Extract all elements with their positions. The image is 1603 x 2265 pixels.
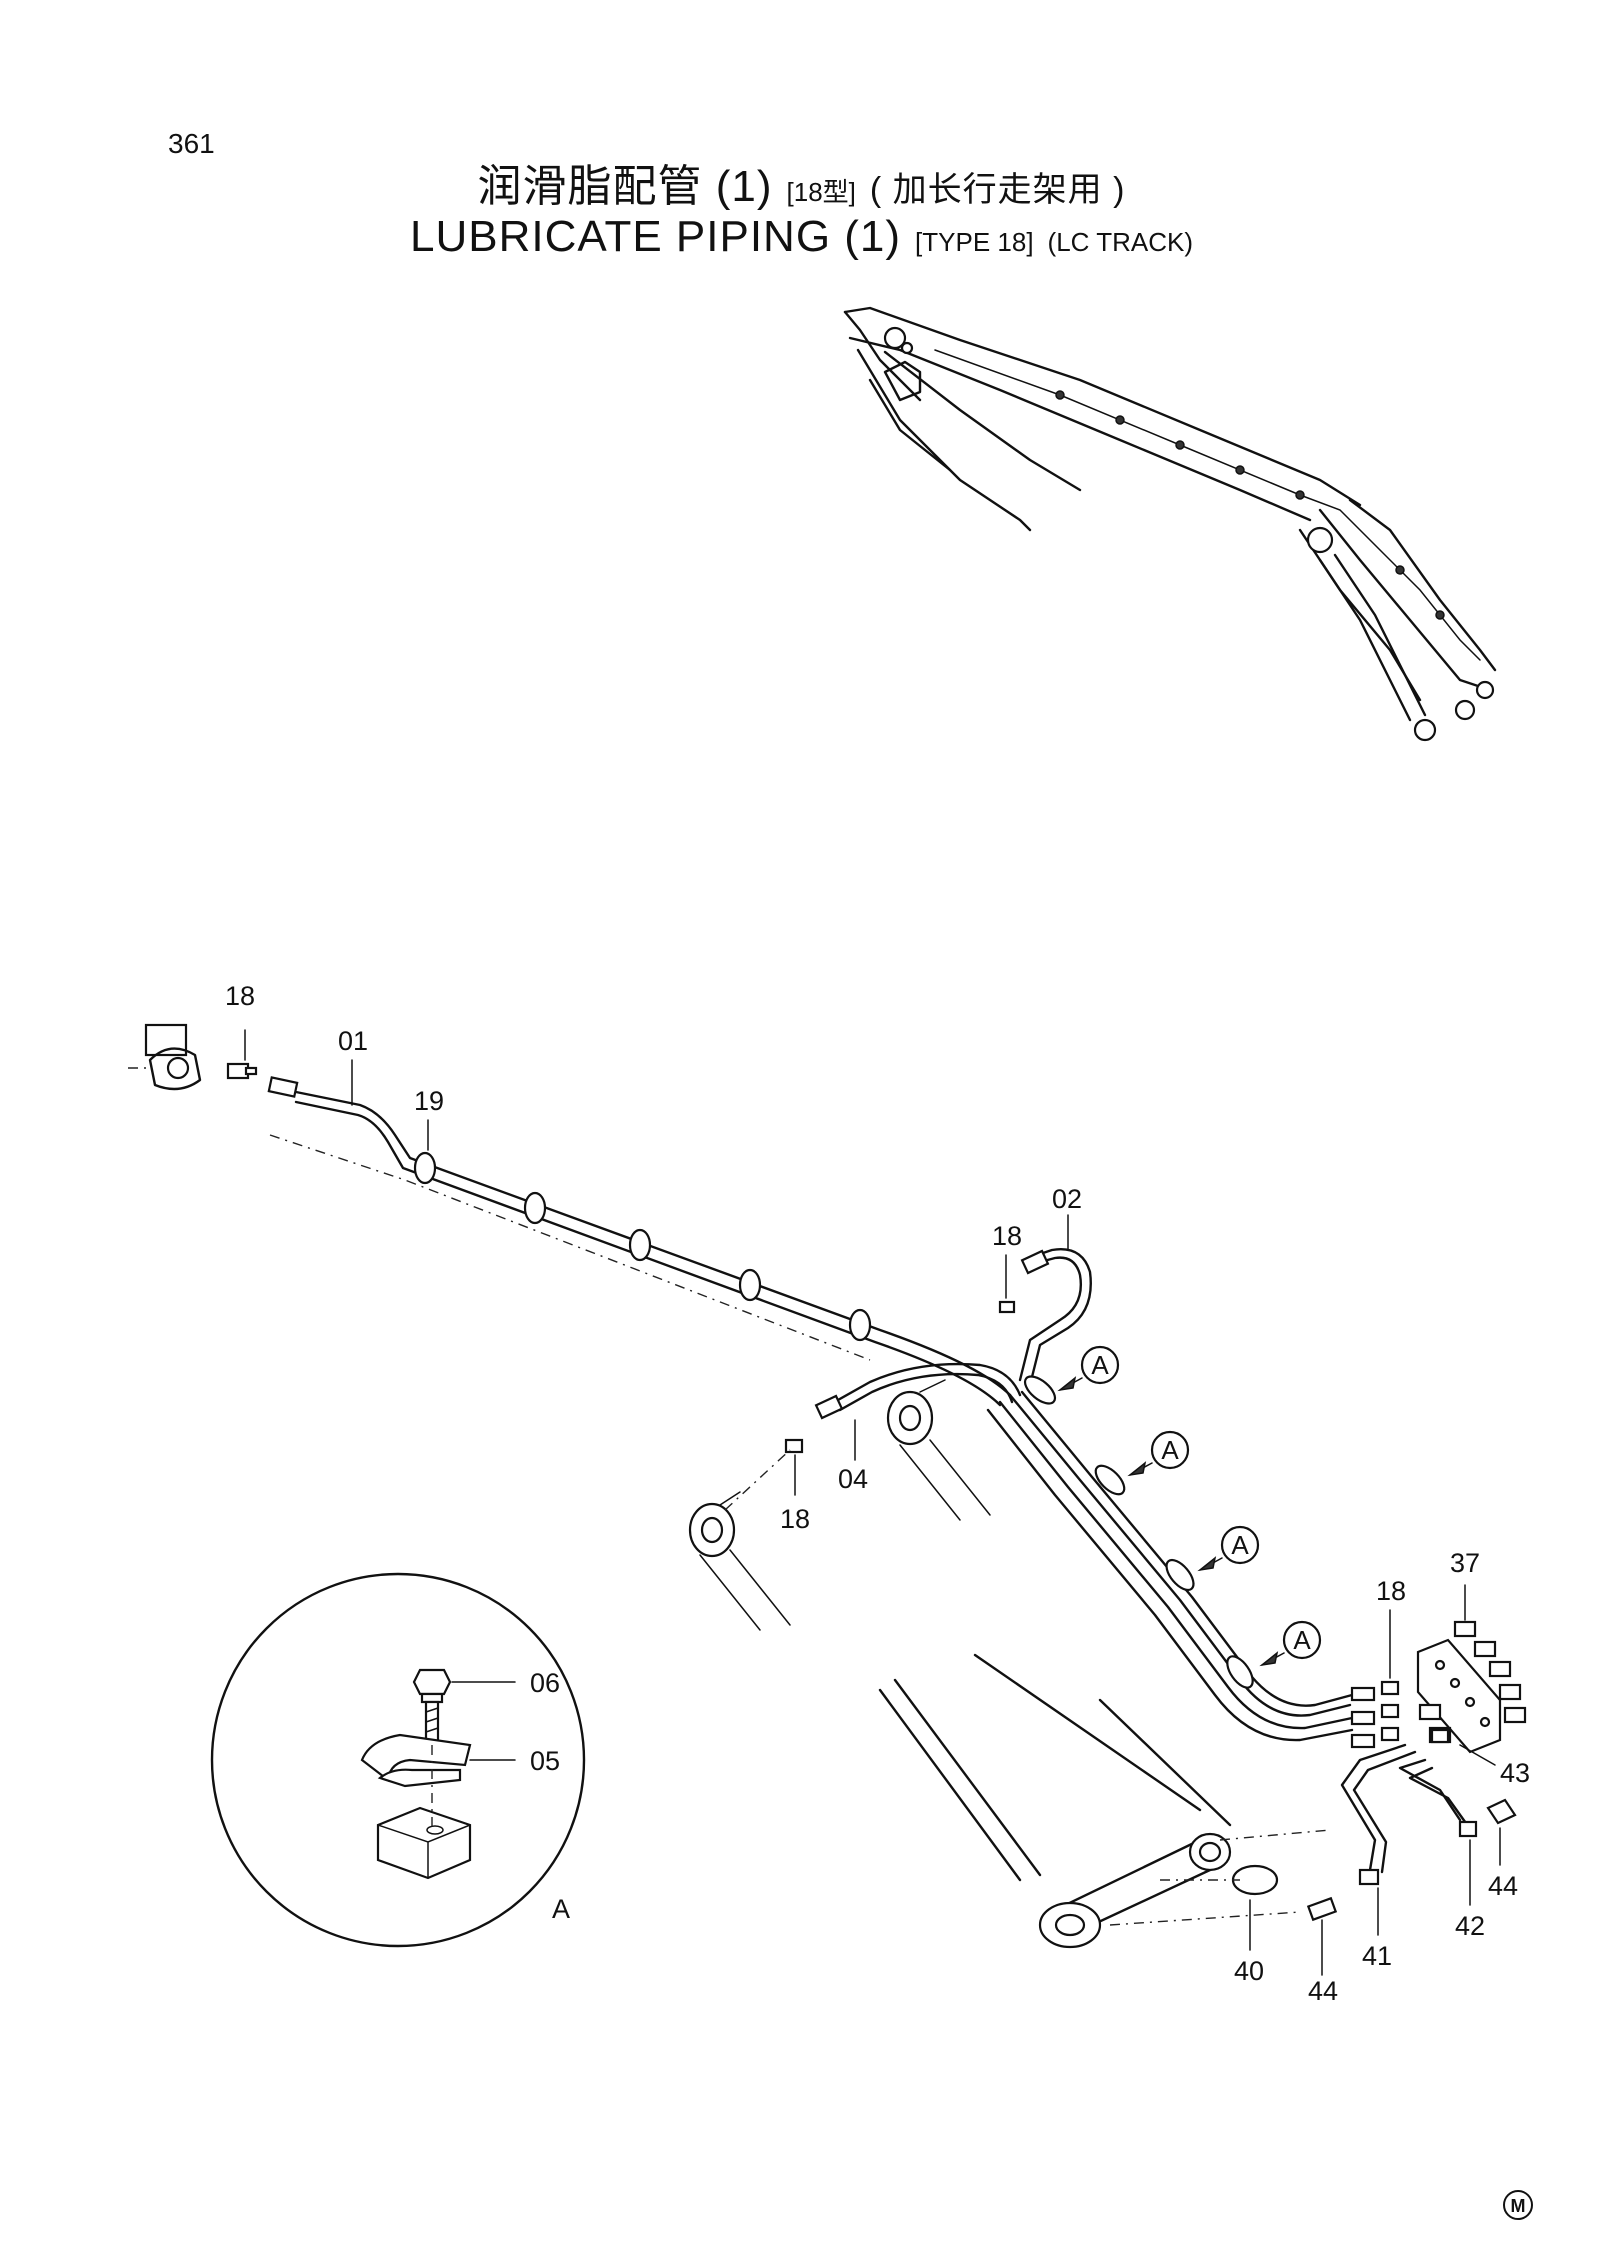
title-english-type: [TYPE 18] bbox=[915, 227, 1034, 257]
label-02: 02 bbox=[1052, 1184, 1082, 1214]
label-42: 42 bbox=[1455, 1911, 1485, 1941]
callout-a-2: A bbox=[1161, 1435, 1179, 1465]
label-37: 37 bbox=[1450, 1548, 1480, 1578]
hose-clamp-marks bbox=[1055, 390, 1445, 620]
pipe-02 bbox=[998, 1214, 1092, 1387]
manifold-block-37 bbox=[1416, 1584, 1527, 1754]
label-05: 05 bbox=[530, 1746, 560, 1776]
callout-a-group: A A A A bbox=[1057, 1345, 1322, 1667]
label-01: 01 bbox=[338, 1026, 368, 1056]
cylinder-bosses bbox=[688, 1379, 991, 1631]
title-chinese-main: 润滑脂配管 (1) bbox=[477, 162, 773, 211]
label-41: 41 bbox=[1362, 1941, 1392, 1971]
boom-arm-overview bbox=[843, 306, 1497, 742]
label-18-top: 18 bbox=[992, 1221, 1022, 1251]
boom-foot-bracket bbox=[128, 1023, 202, 1091]
label-18-right: 18 bbox=[1376, 1576, 1406, 1606]
arm-end bbox=[878, 1653, 1338, 1976]
title-english: LUBRICATE PIPING (1) [TYPE 18] (LC TRACK) bbox=[0, 212, 1603, 262]
page-number: 361 bbox=[168, 128, 215, 159]
boom-pin-icon bbox=[883, 326, 907, 350]
label-18-mid: 18 bbox=[780, 1504, 810, 1534]
title-english-main: LUBRICATE PIPING (1) bbox=[410, 212, 902, 261]
pipe-04 bbox=[784, 1362, 1022, 1496]
grease-fitting-18-left bbox=[226, 1029, 258, 1080]
label-44-right: 44 bbox=[1488, 1871, 1518, 1901]
callout-a-1: A bbox=[1091, 1350, 1109, 1380]
title-chinese: 润滑脂配管 (1) [18型] ( 加长行走架用 ) bbox=[0, 150, 1603, 214]
clamps-19 bbox=[413, 1119, 872, 1342]
pipes-41-42 bbox=[1340, 1728, 1517, 1936]
label-19: 19 bbox=[414, 1086, 444, 1116]
label-06: 06 bbox=[530, 1668, 560, 1698]
manufacturer-mark-text: M bbox=[1511, 2196, 1526, 2216]
callout-a-3: A bbox=[1231, 1530, 1249, 1560]
label-18-left: 18 bbox=[225, 981, 255, 1011]
manufacturer-mark: M bbox=[1503, 2190, 1533, 2220]
label-40: 40 bbox=[1234, 1956, 1264, 1986]
label-44-bottom: 44 bbox=[1308, 1976, 1338, 2006]
title-english-variant: (LC TRACK) bbox=[1047, 227, 1193, 257]
label-04: 04 bbox=[838, 1464, 868, 1494]
part-labels: 18 01 19 02 18 04 18 06 05 A 37 18 43 42… bbox=[225, 981, 1530, 2006]
pipe-bundle bbox=[986, 1375, 1376, 1749]
label-43: 43 bbox=[1500, 1758, 1530, 1788]
callout-a-4: A bbox=[1293, 1625, 1311, 1655]
title-chinese-type: [18型] bbox=[786, 177, 856, 207]
detail-a-view bbox=[210, 1572, 586, 1948]
detail-a-label: A bbox=[552, 1894, 570, 1924]
title-chinese-variant: ( 加长行走架用 ) bbox=[869, 171, 1126, 209]
grease-fittings-18-right bbox=[1380, 1609, 1400, 1742]
